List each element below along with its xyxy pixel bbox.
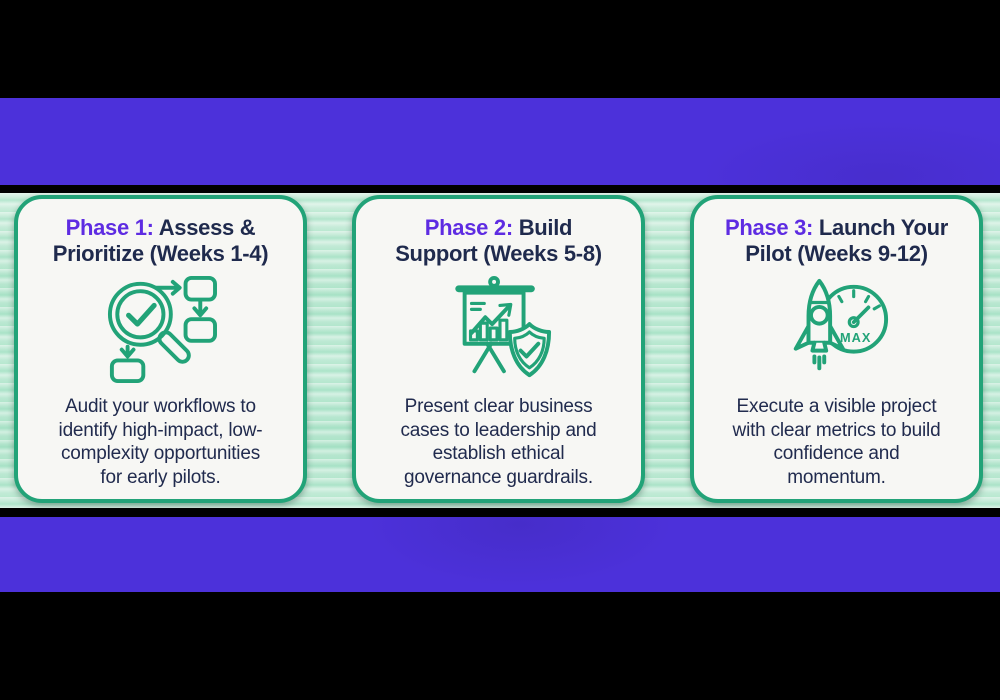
phases-content-strip: Phase 1: Assess & Prioritize (Weeks 1-4) [0,193,1000,508]
magnifier-check-flowchart-icon [107,275,217,384]
phase-1-label: Phase 1: [65,215,154,240]
phase-3-icon-wrap: MAX [773,272,901,388]
phase-2-title-line1: Build [518,215,573,240]
phase-3-title: Phase 3: Launch Your Pilot (Weeks 9-12) [725,215,948,267]
phase-1-title-line2: Prioritize (Weeks 1-4) [52,241,269,266]
gauge-max-label: MAX [840,330,871,345]
phase-3-description: Execute a visible project with clear met… [732,396,941,488]
phase-2-title: Phase 2: Build Support (Weeks 5-8) [395,215,602,267]
phase-3-card: Phase 3: Launch Your Pilot (Weeks 9-12) … [690,195,983,503]
phase-2-title-line2: Support (Weeks 5-8) [395,241,602,266]
phase-2-description: Present clear business cases to leadersh… [400,396,597,488]
phase-3-title-line1: Launch Your [818,215,949,240]
bottom-black-bar [0,592,1000,700]
top-black-bar [0,0,1000,98]
phase-1-title-line1: Assess & [158,215,256,240]
presentation-chart-shield-icon [454,275,551,378]
phase-1-description: Audit your workflows to identify high-im… [58,396,263,488]
phase-1-icon-wrap [97,272,225,388]
bottom-purple-band [0,517,1000,592]
phase-2-card: Phase 2: Build Support (Weeks 5-8) [352,195,645,503]
phase-2-icon-wrap [435,272,563,388]
phase-3-label: Phase 3: [724,215,814,240]
phase-1-card: Phase 1: Assess & Prioritize (Weeks 1-4) [14,195,307,503]
phase-cards-row: Phase 1: Assess & Prioritize (Weeks 1-4) [14,195,983,503]
phase-1-title: Phase 1: Assess & Prioritize (Weeks 1-4) [53,215,269,267]
phase-3-title-line2: Pilot (Weeks 9-12) [745,241,928,266]
top-purple-band [0,98,1000,185]
rocket-speedometer-icon: MAX [793,278,888,371]
phase-2-label: Phase 2: [424,215,513,240]
